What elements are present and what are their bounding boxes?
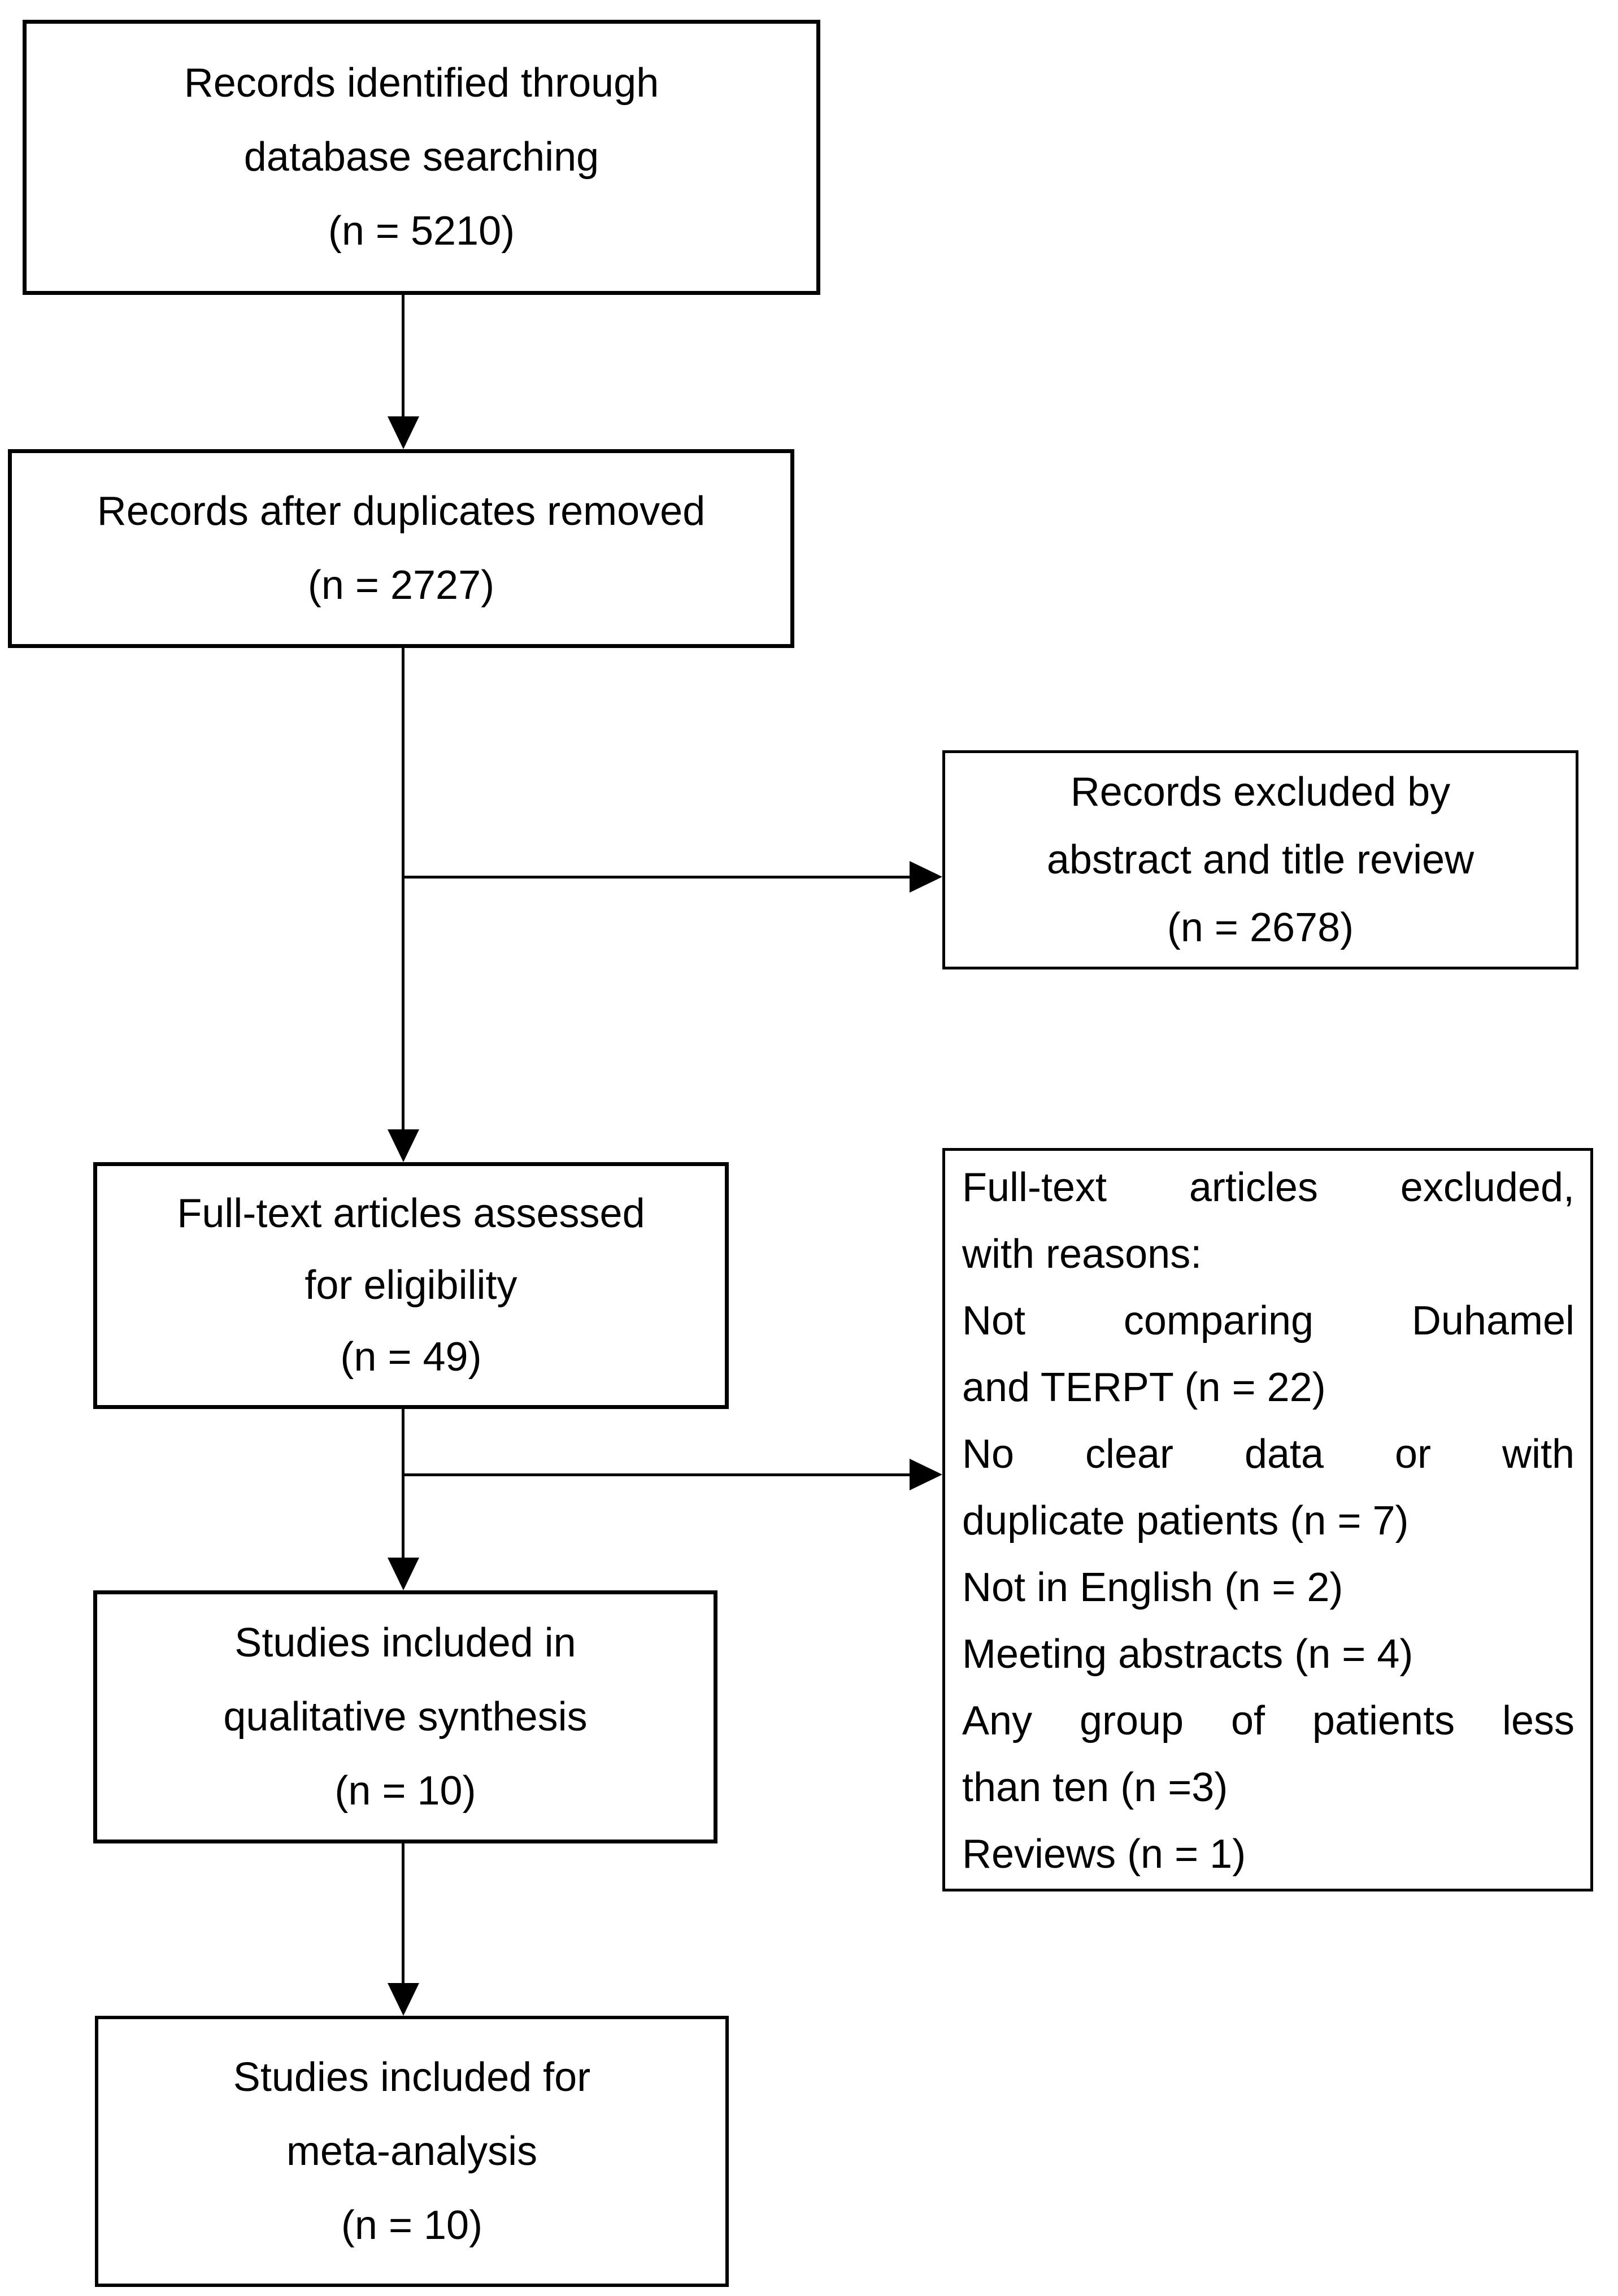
text-line: Not comparing Duhamel bbox=[962, 1298, 1574, 1343]
text-line: Studies included for bbox=[233, 2054, 591, 2100]
text-line: (n = 5210) bbox=[328, 208, 515, 254]
text-line: Reviews (n = 1) bbox=[962, 1832, 1246, 1877]
text-line: meta-analysis bbox=[286, 2128, 538, 2174]
text-line: Records excluded by bbox=[1070, 769, 1451, 815]
text-line: Full-text articles assessed bbox=[177, 1191, 645, 1236]
text-line: abstract and title review bbox=[1046, 837, 1475, 882]
connector-identified-to-duplicates-line bbox=[402, 295, 404, 418]
text-line: and TERPT (n = 22) bbox=[962, 1365, 1326, 1410]
text-line: with reasons: bbox=[962, 1232, 1202, 1277]
connector-fulltext-to-qualitative-line bbox=[402, 1409, 404, 1559]
text-line: Full-text articles excluded, bbox=[962, 1165, 1574, 1210]
text-line: Records after duplicates removed bbox=[97, 489, 706, 534]
arrowhead-down-icon bbox=[388, 1558, 419, 1590]
text-line: for eligibility bbox=[305, 1263, 517, 1308]
box-meta-analysis: Studies included for meta-analysis (n = … bbox=[95, 2016, 729, 2287]
text-line: Any group of patients less bbox=[962, 1698, 1574, 1743]
connector-branch-to-fulltext-excluded-line bbox=[403, 1473, 910, 1476]
text-line: (n = 10) bbox=[334, 1768, 476, 1814]
text-line: Studies included in bbox=[234, 1620, 576, 1666]
box-fulltext-excluded-reasons: Full-text articles excluded, with reason… bbox=[942, 1148, 1593, 1891]
arrowhead-down-icon bbox=[388, 416, 419, 449]
box-records-identified: Records identified through database sear… bbox=[23, 20, 820, 295]
arrowhead-right-icon bbox=[910, 1459, 942, 1490]
connector-duplicates-to-fulltext-line bbox=[402, 648, 404, 1130]
arrowhead-down-icon bbox=[388, 1129, 419, 1162]
arrowhead-down-icon bbox=[388, 1983, 419, 2016]
connector-qualitative-to-meta-line bbox=[402, 1843, 404, 1984]
text-line: Meeting abstracts (n = 4) bbox=[962, 1632, 1413, 1677]
box-duplicates-removed: Records after duplicates removed (n = 27… bbox=[8, 449, 794, 648]
box-fulltext-assessed: Full-text articles assessed for eligibil… bbox=[93, 1162, 729, 1409]
text-line: duplicate patients (n = 7) bbox=[962, 1498, 1409, 1543]
box-records-excluded: Records excluded by abstract and title r… bbox=[942, 750, 1578, 969]
box-qualitative-synthesis: Studies included in qualitative synthesi… bbox=[93, 1590, 717, 1843]
text-line: qualitative synthesis bbox=[223, 1694, 588, 1740]
text-line: than ten (n =3) bbox=[962, 1765, 1228, 1810]
text-line: (n = 2678) bbox=[1167, 905, 1354, 950]
text-line: (n = 49) bbox=[340, 1334, 482, 1380]
text-line: (n = 10) bbox=[341, 2202, 483, 2248]
connector-branch-to-records-excluded-line bbox=[403, 876, 910, 879]
text-line: database searching bbox=[243, 134, 599, 180]
text-line: No clear data or with bbox=[962, 1432, 1574, 1477]
arrowhead-right-icon bbox=[910, 861, 942, 893]
text-line: Not in English (n = 2) bbox=[962, 1565, 1343, 1610]
text-line: (n = 2727) bbox=[307, 563, 495, 608]
text-line: Records identified through bbox=[184, 60, 659, 106]
